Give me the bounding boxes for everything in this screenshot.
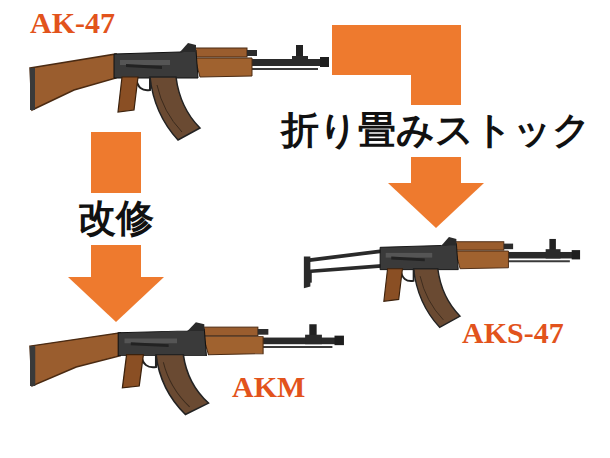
rifle-name: AKM xyxy=(232,372,305,402)
edge-label: 改修 xyxy=(72,193,160,245)
rifle-name: AK-47 xyxy=(30,8,115,38)
edge-label: 折り畳みストック xyxy=(275,105,597,157)
arrow-head xyxy=(68,277,164,322)
rifle-node: AKS-47 xyxy=(296,228,590,352)
rifle-name: AKS-47 xyxy=(462,318,564,348)
arrow-head xyxy=(388,183,484,228)
rifle-node: AKM xyxy=(28,322,350,415)
